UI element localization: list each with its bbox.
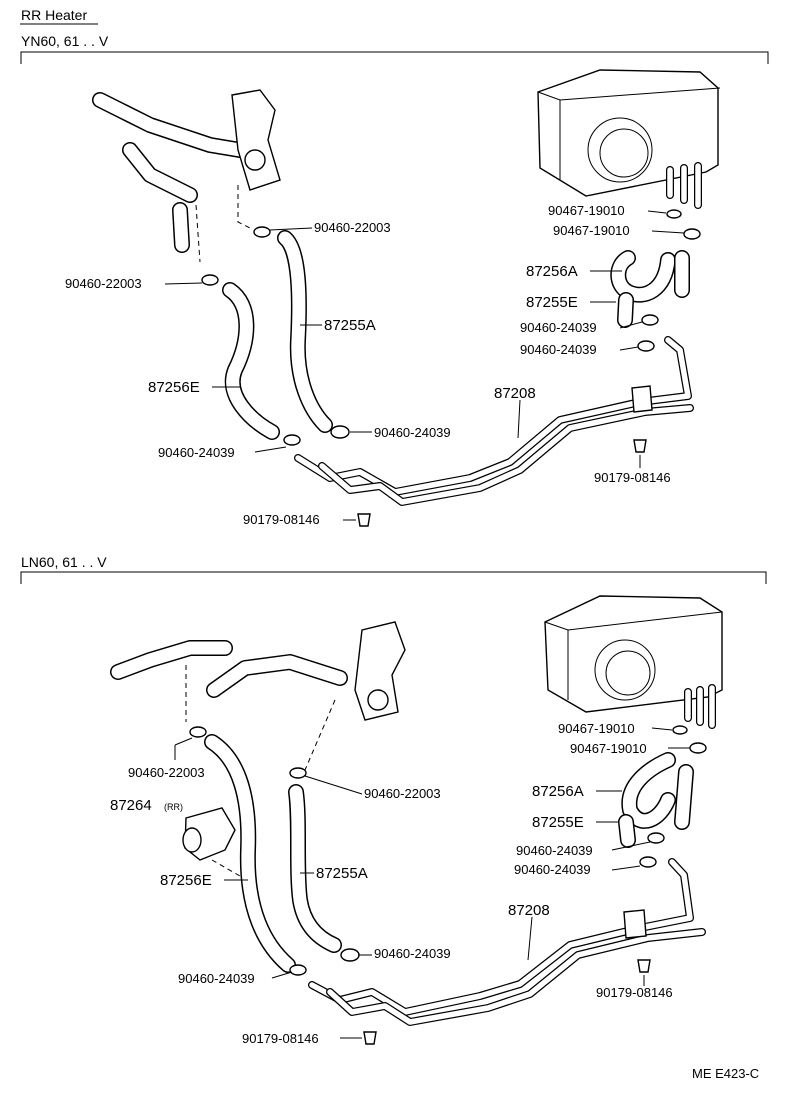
label-87264: 87264 xyxy=(110,797,152,814)
label-90460-24039-left: 90460-24039 xyxy=(158,445,235,460)
hose-87255E-shape xyxy=(617,292,634,328)
heater-unit xyxy=(537,69,721,209)
label-90467-19010-b: 90467-19010 xyxy=(553,223,630,238)
label-90467-19010-a: 90467-19010 xyxy=(558,721,635,736)
hose-87255E-shape xyxy=(618,814,636,848)
label-87256A: 87256A xyxy=(532,783,584,800)
clamps xyxy=(189,725,707,1045)
hose-87256E-shape xyxy=(222,282,280,440)
section-bracket xyxy=(20,571,767,584)
label-90460-24039-r2: 90460-24039 xyxy=(520,342,597,357)
label-87208: 87208 xyxy=(494,385,536,402)
diagram-title: RR Heater xyxy=(21,7,87,23)
label-87255E: 87255E xyxy=(532,814,584,831)
label-87256A: 87256A xyxy=(526,263,578,280)
label-90460-24039-r1: 90460-24039 xyxy=(520,320,597,335)
heater-unit xyxy=(544,595,723,729)
label-90460-24039-r1: 90460-24039 xyxy=(516,843,593,858)
leaders xyxy=(164,210,685,521)
label-90467-19010-a: 90467-19010 xyxy=(548,203,625,218)
hose-87256E-shape xyxy=(204,734,296,973)
label-90179-08146-right: 90179-08146 xyxy=(594,470,671,485)
label-90460-24039-center: 90460-24039 xyxy=(374,425,451,440)
label-87256E: 87256E xyxy=(160,872,212,889)
label-90460-22003-left: 90460-22003 xyxy=(65,276,142,291)
label-87255E: 87255E xyxy=(526,294,578,311)
label-87208: 87208 xyxy=(508,902,550,919)
label-90460-24039-r2: 90460-24039 xyxy=(514,862,591,877)
label-90460-22003-center: 90460-22003 xyxy=(364,786,441,801)
engine-fittings xyxy=(110,621,406,771)
section-title: YN60, 61 . . V xyxy=(21,33,109,49)
clamps xyxy=(201,209,701,527)
label-90467-19010-b: 90467-19010 xyxy=(570,741,647,756)
label-90179-08146-bottom: 90179-08146 xyxy=(242,1031,319,1046)
hose-87255A-shape xyxy=(277,230,333,433)
label-90460-24039-center: 90460-24039 xyxy=(374,946,451,961)
hose-87256A-shape xyxy=(610,250,690,303)
hose-87255A-shape xyxy=(288,784,342,953)
label-90460-24039-left: 90460-24039 xyxy=(178,971,255,986)
pipe-87208-shape xyxy=(294,336,694,506)
section-ln60: LN60, 61 . . V xyxy=(20,554,767,1046)
section-yn60: YN60, 61 . . V xyxy=(20,33,769,527)
label-87256E: 87256E xyxy=(148,379,200,396)
bracket-87264-shape xyxy=(182,807,241,877)
label-90460-22003-right: 90460-22003 xyxy=(314,220,391,235)
section-bracket xyxy=(20,51,769,64)
diagram-code: ME E423-C xyxy=(692,1066,759,1081)
pipe-87208-shape xyxy=(308,858,706,1026)
label-87255A: 87255A xyxy=(324,317,376,334)
label-87264-suffix: (RR) xyxy=(164,802,183,812)
label-90179-08146-right: 90179-08146 xyxy=(596,985,673,1000)
engine-fittings xyxy=(92,89,281,263)
label-87255A: 87255A xyxy=(316,865,368,882)
section-title: LN60, 61 . . V xyxy=(21,554,107,570)
label-90460-22003-left: 90460-22003 xyxy=(128,765,205,780)
label-90179-08146-bottom: 90179-08146 xyxy=(243,512,320,527)
leaders xyxy=(174,727,690,1039)
hose-87256A-shape xyxy=(621,752,694,830)
